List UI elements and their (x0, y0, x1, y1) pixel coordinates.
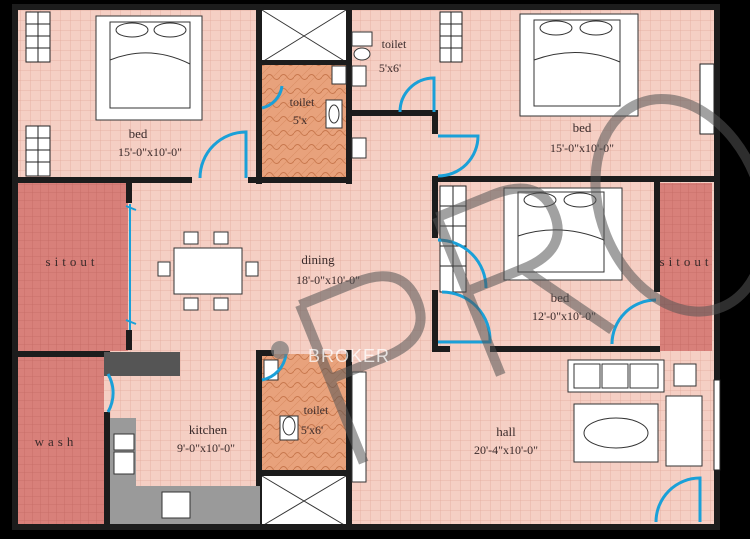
sitout-left-area (16, 183, 128, 351)
label-dining: dining (301, 252, 335, 267)
label-hall: hall (496, 424, 516, 439)
sitout-right-area (660, 183, 712, 351)
kitchen-counter (110, 418, 260, 524)
walls (12, 4, 720, 530)
label-toilet-top-right: toilet (382, 37, 407, 51)
label-kitchen: kitchen (189, 422, 228, 437)
label-bed-top-right: bed (573, 120, 592, 135)
label-bed-top-left: bed (129, 126, 148, 141)
size-toilet-bottom: 5'x6' (301, 423, 323, 437)
size-bed-top-left: 15'-0"x10'-0" (118, 145, 182, 159)
label-sitout-left: sitout (46, 254, 99, 269)
label-toilet-bottom: toilet (304, 403, 329, 417)
dining-table (157, 231, 259, 311)
size-toilet-top-mid: 5'x (293, 113, 307, 127)
size-toilet-top-right: 5'x6' (379, 61, 401, 75)
watermark-brand: BROKER (308, 346, 390, 366)
hall-furniture (567, 359, 703, 467)
wash-area (16, 356, 104, 524)
size-hall: 20'-4"x10'-0" (474, 443, 538, 457)
label-toilet-top-mid: toilet (290, 95, 315, 109)
watermark (295, 93, 750, 465)
watermark-logo-icon (271, 341, 289, 359)
size-kitchen: 9'-0"x10'-0" (177, 441, 235, 455)
label-wash: wash (35, 434, 78, 449)
label-sitout-right: sitout (660, 254, 713, 269)
